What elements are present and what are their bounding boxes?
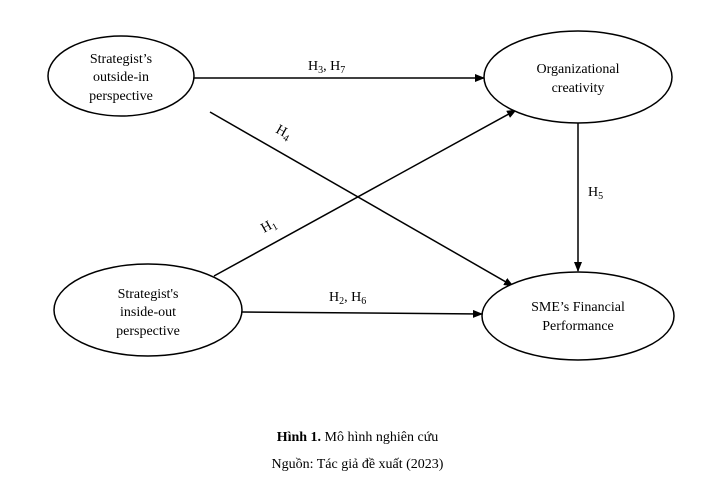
node-label-line: Performance <box>542 319 614 334</box>
edge-label-subscript: 5 <box>598 191 603 202</box>
node-label-line: Strategist's <box>118 287 179 302</box>
edge-label-h2-h6: H2, H6 <box>329 290 366 307</box>
node-label-line: SME’s Financial <box>531 300 625 315</box>
edge-label-subscript: 4 <box>281 133 291 145</box>
edge-label-subscript: 6 <box>361 296 366 307</box>
edge-outside-in-to-financial <box>209 111 514 287</box>
edge-label-main: H <box>588 185 598 200</box>
edge-label-subscript: 1 <box>270 221 280 233</box>
figure-source: Nguồn: Tác giả đề xuất (2023) <box>271 457 444 472</box>
edge-label-h1: H1 <box>259 216 280 238</box>
edge-label-subscript: 2 <box>339 296 344 307</box>
edge-label-subscript: 7 <box>340 65 345 76</box>
node-label-line: perspective <box>116 324 180 339</box>
edge-label-h3-h7: H3, H7 <box>308 59 345 76</box>
edge-inside-out-to-creativity <box>213 109 517 277</box>
edge-label-h4: H4 <box>272 122 293 144</box>
edge-label-separator: , H <box>323 59 340 74</box>
node-label-line: Strategist’s <box>90 52 152 67</box>
node-label-line: outside-in <box>93 70 149 85</box>
edge-label-h5: H5 <box>588 185 603 202</box>
node-outside-in-perspective: Strategist’s outside-in perspective <box>47 35 195 117</box>
edge-inside-out-to-financial <box>241 309 483 318</box>
node-label-line: inside-out <box>120 305 176 320</box>
node-organizational-creativity: Organizational creativity <box>483 30 673 124</box>
figure-caption-number: Hình 1. <box>276 430 322 445</box>
node-label-line: Organizational <box>537 62 620 77</box>
node-label-line: creativity <box>552 81 605 96</box>
research-model-diagram: Strategist’s outside-in perspective Stra… <box>47 30 675 361</box>
edge-label-separator: , H <box>344 290 361 305</box>
figure-caption-text: Mô hình nghiên cứu <box>321 430 439 445</box>
node-inside-out-perspective: Strategist's inside-out perspective <box>53 263 243 357</box>
node-sme-financial-performance: SME’s Financial Performance <box>481 271 675 361</box>
node-label-line: perspective <box>89 89 153 104</box>
figure-caption: Hình 1. Mô hình nghiên cứu <box>0 430 715 446</box>
edge-label-main: H <box>308 59 318 74</box>
edge-label-main: H <box>329 290 339 305</box>
edge-label-subscript: 3 <box>318 65 323 76</box>
